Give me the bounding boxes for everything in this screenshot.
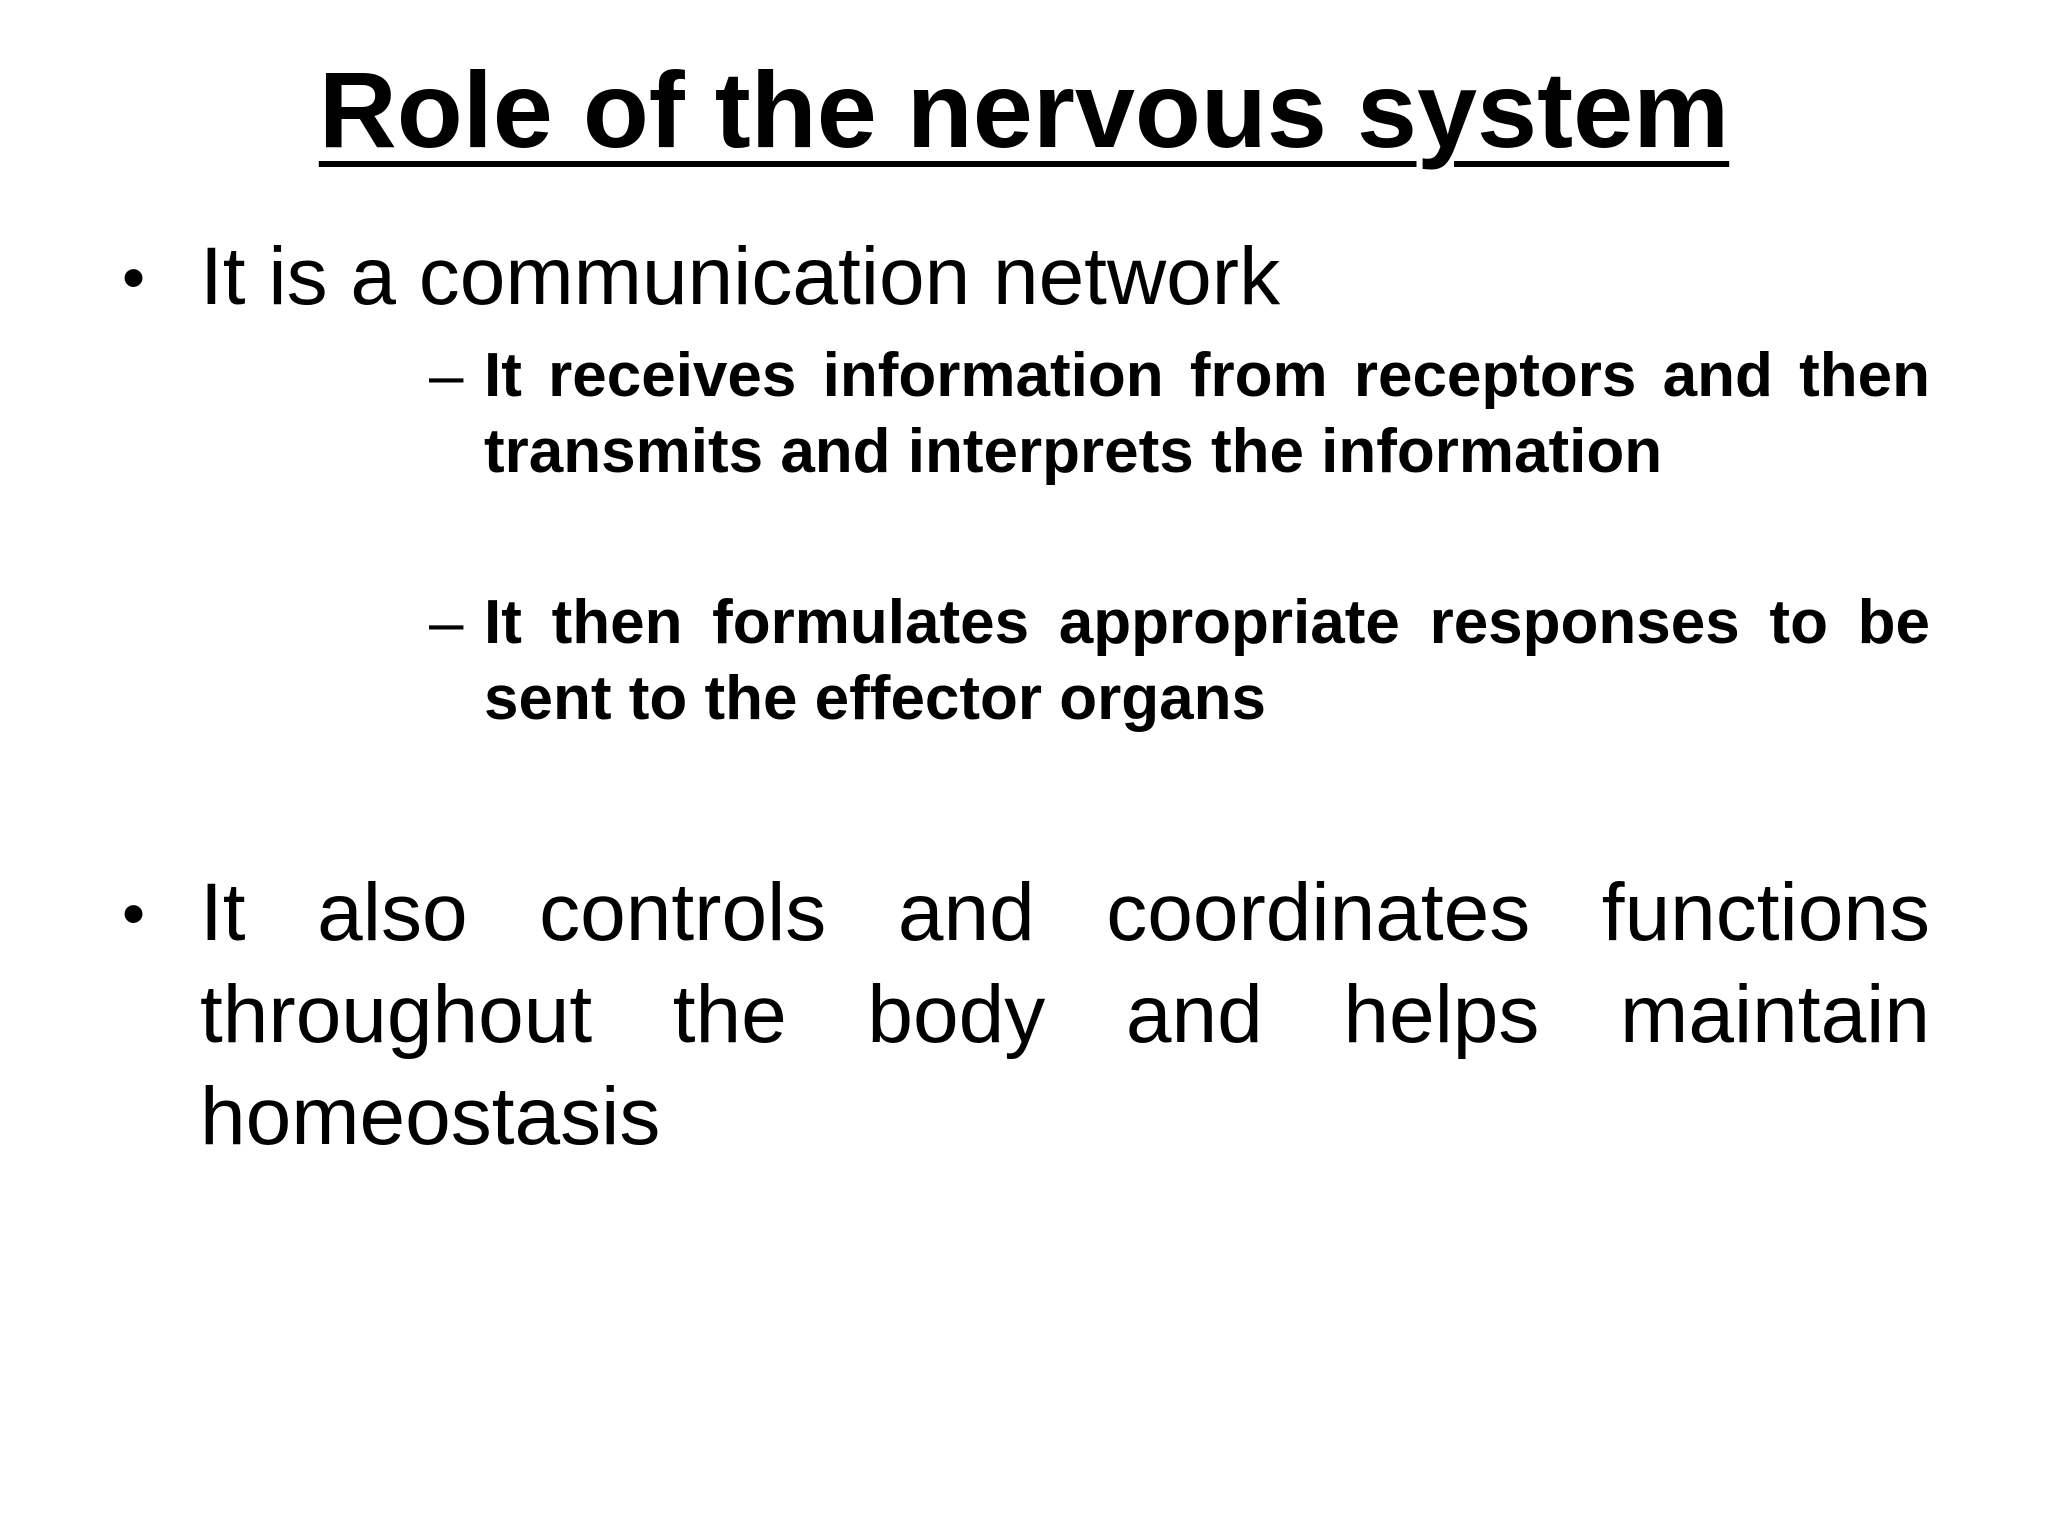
bullet-marker: • xyxy=(122,876,146,950)
sub-bullet-text: It receives information from receptors a… xyxy=(484,341,1930,486)
bullet-text: It is a communication network xyxy=(200,231,1281,322)
sub-bullet-item: – It receives information from receptors… xyxy=(429,338,1930,490)
bullet-text: It also controls and coordinates functio… xyxy=(200,867,1930,1162)
slide-title: Role of the nervous system xyxy=(318,49,1730,170)
bullet-marker: • xyxy=(122,240,146,314)
sub-bullet-item: – It then formulates appropriate respons… xyxy=(429,585,1930,737)
dash-marker: – xyxy=(429,341,464,410)
bullet-item: • It also controls and coordinates funct… xyxy=(122,862,1930,1168)
dash-marker: – xyxy=(429,588,464,657)
sub-bullet-text: It then formulates appropriate responses… xyxy=(484,588,1930,733)
bullet-item: • It is a communication network xyxy=(122,226,1930,328)
